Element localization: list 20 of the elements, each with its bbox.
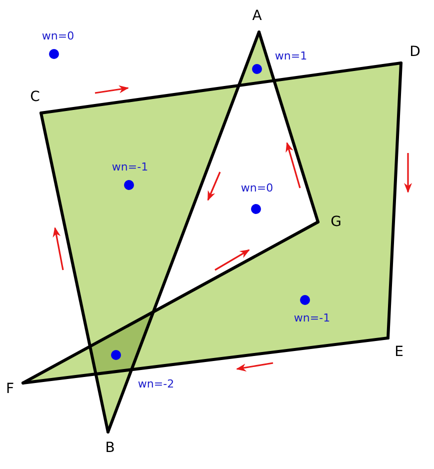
vertex-label: A [252,9,262,23]
vertex-label: G [330,215,342,229]
polygon-edge [40,62,402,114]
winding-number-label: wn=0 [42,30,74,42]
vertex-label: D [410,45,420,59]
polygon-edge [258,30,320,224]
vertex-label: F [6,382,14,396]
winding-number-label: wn=-1 [112,162,148,172]
polygon-edge [22,220,320,384]
polygon-edge [386,62,402,340]
polygon-edge [40,112,110,434]
vertex-label: E [394,345,404,359]
vertex-label: B [105,441,115,455]
polygon-edge [106,30,260,434]
winding-number-label: wn=1 [274,50,308,62]
polygon-edge [22,336,390,384]
winding-number-label: wn=0 [240,182,274,194]
winding-number-label: wn=-1 [294,312,330,324]
vertex-label: C [30,90,40,104]
winding-number-label: wn=-2 [138,378,174,390]
